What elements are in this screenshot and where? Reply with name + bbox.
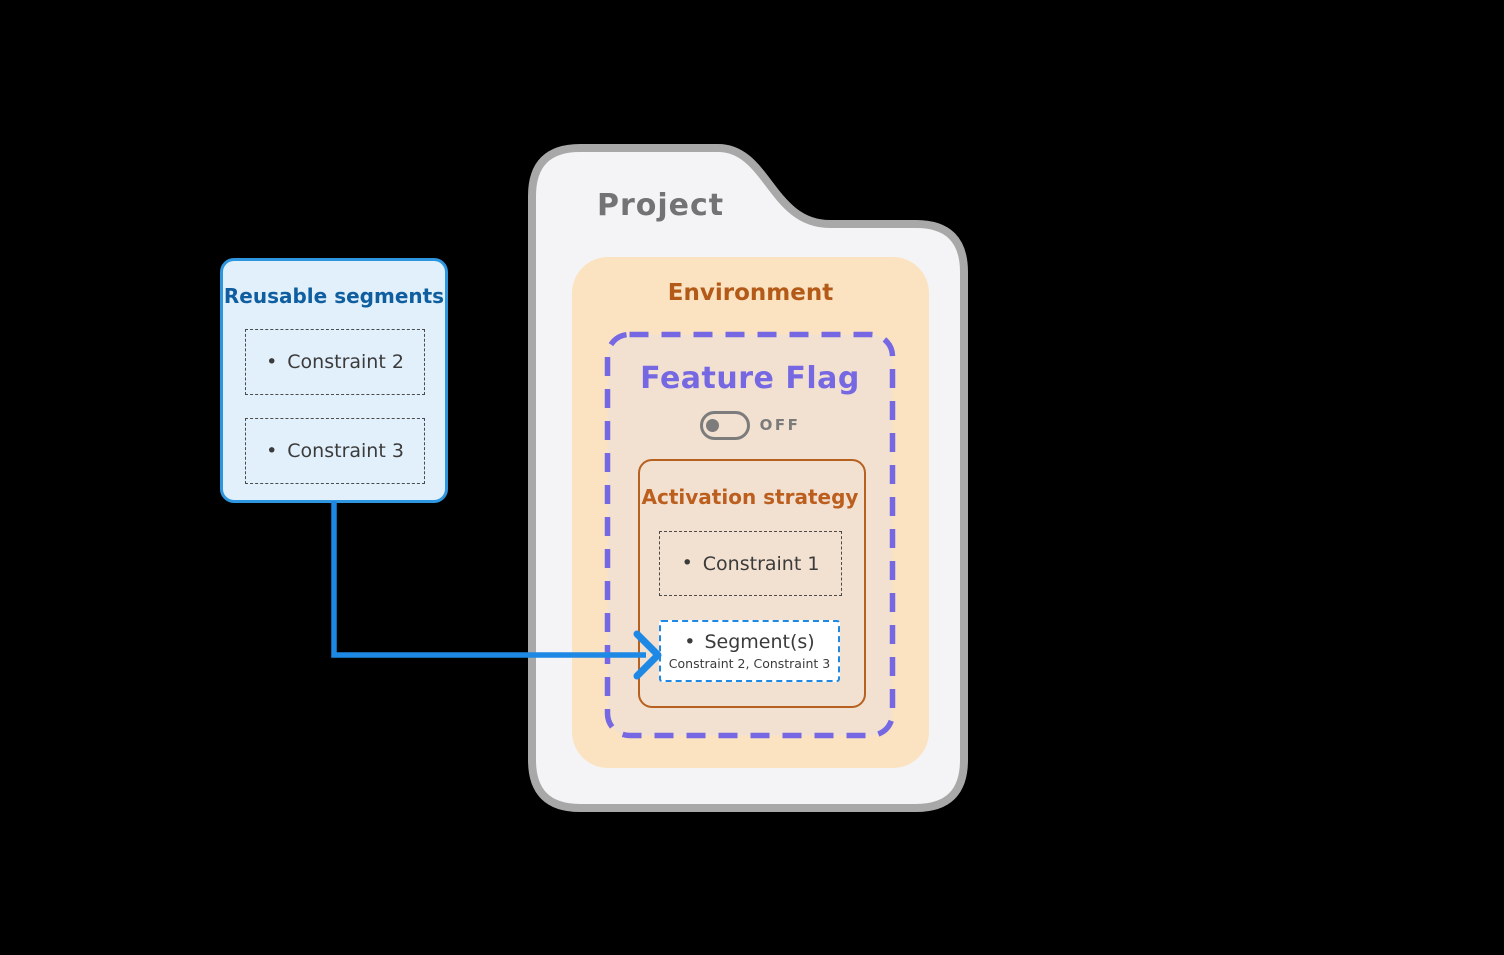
segments-box: • Segment(s) Constraint 2, Constraint 3 bbox=[659, 620, 840, 682]
bullet-icon: • bbox=[266, 350, 278, 373]
feature-flag-toggle: OFF bbox=[605, 410, 895, 440]
constraint-1-label: Constraint 1 bbox=[702, 552, 820, 575]
constraint-1-box: • Constraint 1 bbox=[659, 531, 842, 596]
segments-label: Segment(s) bbox=[704, 631, 815, 653]
reusable-segments-title: Reusable segments bbox=[223, 284, 445, 308]
bullet-icon: • bbox=[684, 630, 696, 653]
toggle-knob bbox=[705, 418, 719, 432]
bullet-icon: • bbox=[266, 439, 278, 462]
segments-detail-label: Constraint 2, Constraint 3 bbox=[668, 656, 831, 671]
feature-flag-title: Feature Flag bbox=[640, 361, 860, 396]
project-title: Project bbox=[597, 188, 725, 223]
activation-strategy-title: Activation strategy bbox=[641, 485, 859, 509]
reusable-segments-box bbox=[220, 258, 448, 503]
constraint-2-box: • Constraint 2 bbox=[245, 329, 425, 395]
bullet-icon: • bbox=[681, 552, 693, 574]
environment-title: Environment bbox=[667, 280, 834, 306]
constraint-3-label: Constraint 3 bbox=[287, 440, 404, 462]
toggle-state-label: OFF bbox=[759, 416, 801, 434]
constraint-2-label: Constraint 2 bbox=[287, 351, 404, 373]
toggle-switch-icon bbox=[699, 410, 750, 440]
constraint-3-box: • Constraint 3 bbox=[245, 418, 425, 484]
